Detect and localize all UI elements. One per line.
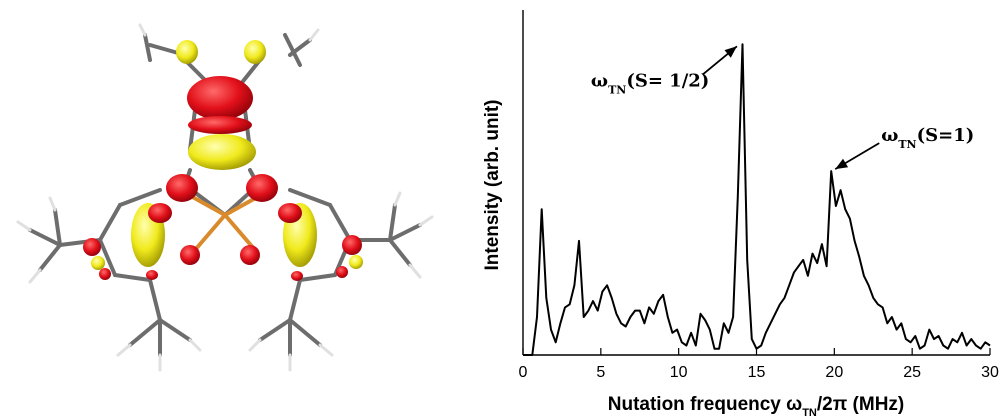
x-tick-label: 5 (596, 364, 605, 381)
x-axis-label-subscript: TN (802, 407, 817, 419)
molecule-illustration (16, 23, 434, 372)
spin-density-lobes (83, 40, 363, 281)
peak-annotation: ωTN(S=1) (881, 125, 974, 151)
x-tick-label: 15 (748, 364, 766, 381)
x-axis-label-unit: /2π (MHz) (817, 394, 904, 415)
annotation-spin: (S=1) (917, 125, 975, 146)
x-axis-label: Nutation frequency ωTN/2π (MHz) (608, 394, 905, 419)
x-tick-label: 30 (981, 364, 999, 381)
annotations: ωTN(S= 1/2)ωTN(S=1) (591, 45, 974, 170)
annotation-subscript: TN (898, 138, 916, 151)
peak-annotation: ωTN(S= 1/2) (591, 70, 709, 96)
x-tick-label: 0 (519, 364, 528, 381)
annotation-arrow-head (835, 158, 849, 170)
x-tick-label: 20 (825, 364, 843, 381)
annotation-symbol: ω (591, 70, 608, 91)
series-line (523, 43, 991, 356)
annotation-subscript: TN (608, 83, 626, 96)
y-axis-label: Intensity (arb. unit) (482, 100, 503, 271)
x-axis-label-main: Nutation frequency ω (608, 394, 802, 415)
annotation-arrow-head (724, 46, 737, 58)
x-ticks: 0 5 10 15 20 25 30 (519, 348, 999, 381)
x-tick-label: 25 (903, 364, 921, 381)
hydrogen-atoms (16, 23, 434, 372)
annotation-symbol: ω (881, 125, 898, 146)
x-tick-label: 10 (670, 364, 688, 381)
annotation-spin: (S= 1/2) (626, 70, 709, 91)
